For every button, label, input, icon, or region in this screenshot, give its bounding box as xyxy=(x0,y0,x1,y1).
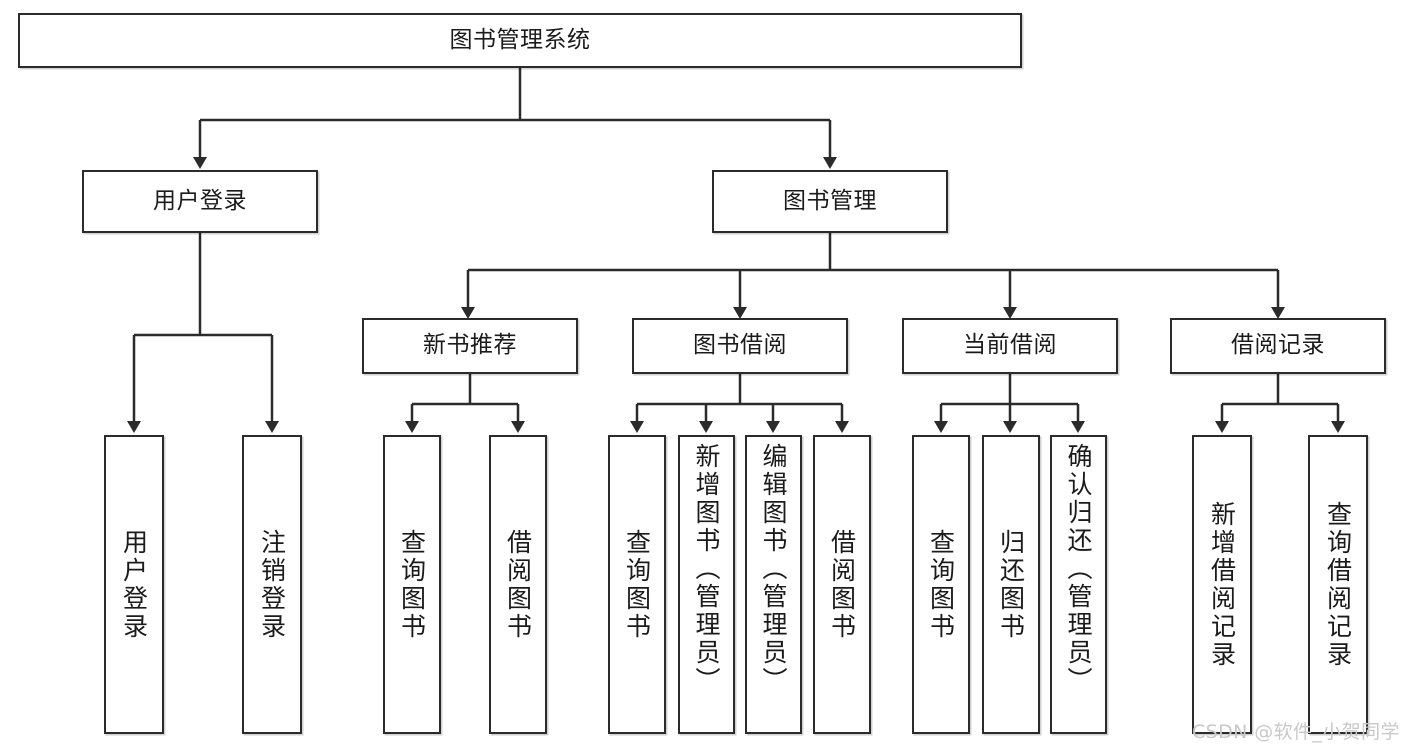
node-book-borrow-label: 图书借阅 xyxy=(693,332,787,359)
leaf-borrow-record-add[interactable]: 新增借阅记录 xyxy=(1192,435,1252,734)
leaf-new-book-query-label: 查询图书 xyxy=(397,528,427,641)
node-root-label: 图书管理系统 xyxy=(449,26,591,53)
leaf-book-borrow-query-label: 查询图书 xyxy=(622,528,652,641)
node-current-borrow[interactable]: 当前借阅 xyxy=(902,318,1118,374)
leaf-new-book-borrow[interactable]: 借阅图书 xyxy=(489,435,547,734)
leaf-user-login-logout-label: 注销登录 xyxy=(257,528,287,641)
leaf-user-login-logout[interactable]: 注销登录 xyxy=(242,435,302,734)
leaf-current-borrow-return[interactable]: 归还图书 xyxy=(982,435,1040,734)
node-book-manage-label: 图书管理 xyxy=(783,187,877,214)
leaf-current-borrow-confirm-label: 确认归还（管理员） xyxy=(1064,443,1093,695)
leaf-current-borrow-query-label: 查询图书 xyxy=(926,528,956,641)
leaf-new-book-query[interactable]: 查询图书 xyxy=(383,435,441,734)
leaf-current-borrow-confirm[interactable]: 确认归还（管理员） xyxy=(1050,435,1107,734)
leaf-current-borrow-query[interactable]: 查询图书 xyxy=(912,435,970,734)
leaf-current-borrow-return-label: 归还图书 xyxy=(996,528,1026,641)
node-user-login[interactable]: 用户登录 xyxy=(82,170,318,233)
node-current-borrow-label: 当前借阅 xyxy=(963,332,1057,359)
node-book-borrow[interactable]: 图书借阅 xyxy=(632,318,848,374)
leaf-book-borrow-query[interactable]: 查询图书 xyxy=(608,435,666,734)
leaf-book-borrow-lend[interactable]: 借阅图书 xyxy=(813,435,871,734)
node-borrow-record-label: 借阅记录 xyxy=(1231,332,1325,359)
leaf-borrow-record-query[interactable]: 查询借阅记录 xyxy=(1308,435,1368,734)
leaf-book-borrow-add-label: 新增图书（管理员） xyxy=(692,443,721,695)
node-borrow-record[interactable]: 借阅记录 xyxy=(1170,318,1386,374)
leaf-borrow-record-query-label: 查询借阅记录 xyxy=(1323,500,1353,669)
leaf-book-borrow-edit[interactable]: 编辑图书（管理员） xyxy=(745,435,802,734)
leaf-borrow-record-add-label: 新增借阅记录 xyxy=(1207,500,1237,669)
node-user-login-label: 用户登录 xyxy=(153,187,247,214)
leaf-user-login-login-label: 用户登录 xyxy=(119,528,149,641)
leaf-user-login-login[interactable]: 用户登录 xyxy=(104,435,164,734)
leaf-book-borrow-lend-label: 借阅图书 xyxy=(827,528,857,641)
node-book-manage[interactable]: 图书管理 xyxy=(712,170,948,233)
node-new-book-recommend[interactable]: 新书推荐 xyxy=(362,318,578,374)
node-new-book-recommend-label: 新书推荐 xyxy=(423,332,517,359)
leaf-new-book-borrow-label: 借阅图书 xyxy=(503,528,533,641)
node-root[interactable]: 图书管理系统 xyxy=(18,13,1022,68)
leaf-book-borrow-add[interactable]: 新增图书（管理员） xyxy=(678,435,735,734)
leaf-book-borrow-edit-label: 编辑图书（管理员） xyxy=(759,443,788,695)
